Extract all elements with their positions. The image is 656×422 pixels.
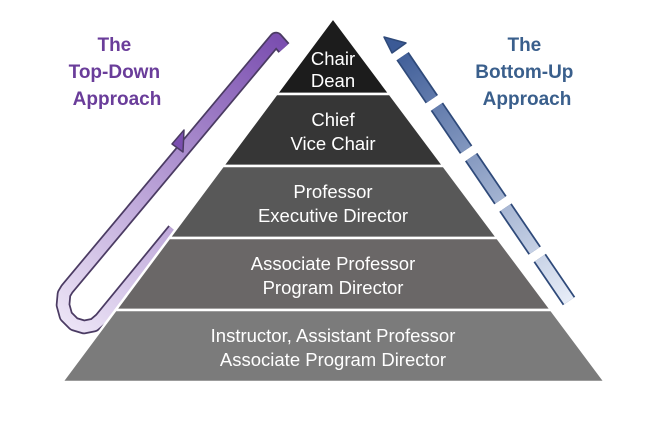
bottom-up-arrow-fill [392,44,574,305]
bottom-up-arrow-head [383,36,407,54]
pyramid-tier-label-line: Associate Program Director [220,349,446,370]
top-down-arrow-head [171,129,185,153]
pyramid-tier-label-line: Professor [293,181,372,202]
bottom-up-title: The Bottom-Up Approach [475,35,578,110]
pyramid-tier-5 [60,308,607,384]
top-down-title-line: The [97,35,131,56]
top-down-arrow [55,31,290,335]
bottom-up-title-line: Bottom-Up [475,62,573,83]
top-down-title-line: Approach [73,89,162,110]
pyramid-tier-4 [114,236,553,312]
top-down-title-line: Top-Down [69,62,160,83]
pyramid-tier-label-line: Vice Chair [290,133,375,154]
pyramid-tier-label-line: Dean [311,70,355,91]
pyramid-tier-label-line: Chief [311,109,355,130]
bottom-up-title-line: The [507,35,541,56]
top-down-arrow-fill [57,33,289,333]
pyramid-tier-label-line: Instructor, Assistant Professor [211,325,456,346]
pyramid-tier-3 [167,164,499,240]
pyramid-tier-label-line: Program Director [263,277,404,298]
top-down-title: The Top-Down Approach [69,35,166,110]
pyramid-tier-2 [221,92,445,168]
pyramid-tier-label-line: Associate Professor [251,253,416,274]
pyramid-tier-label-line: Chair [311,48,355,69]
pyramid-tier-label-line: Executive Director [258,205,408,226]
bottom-up-arrow [383,36,576,306]
bottom-up-title-line: Approach [483,89,572,110]
